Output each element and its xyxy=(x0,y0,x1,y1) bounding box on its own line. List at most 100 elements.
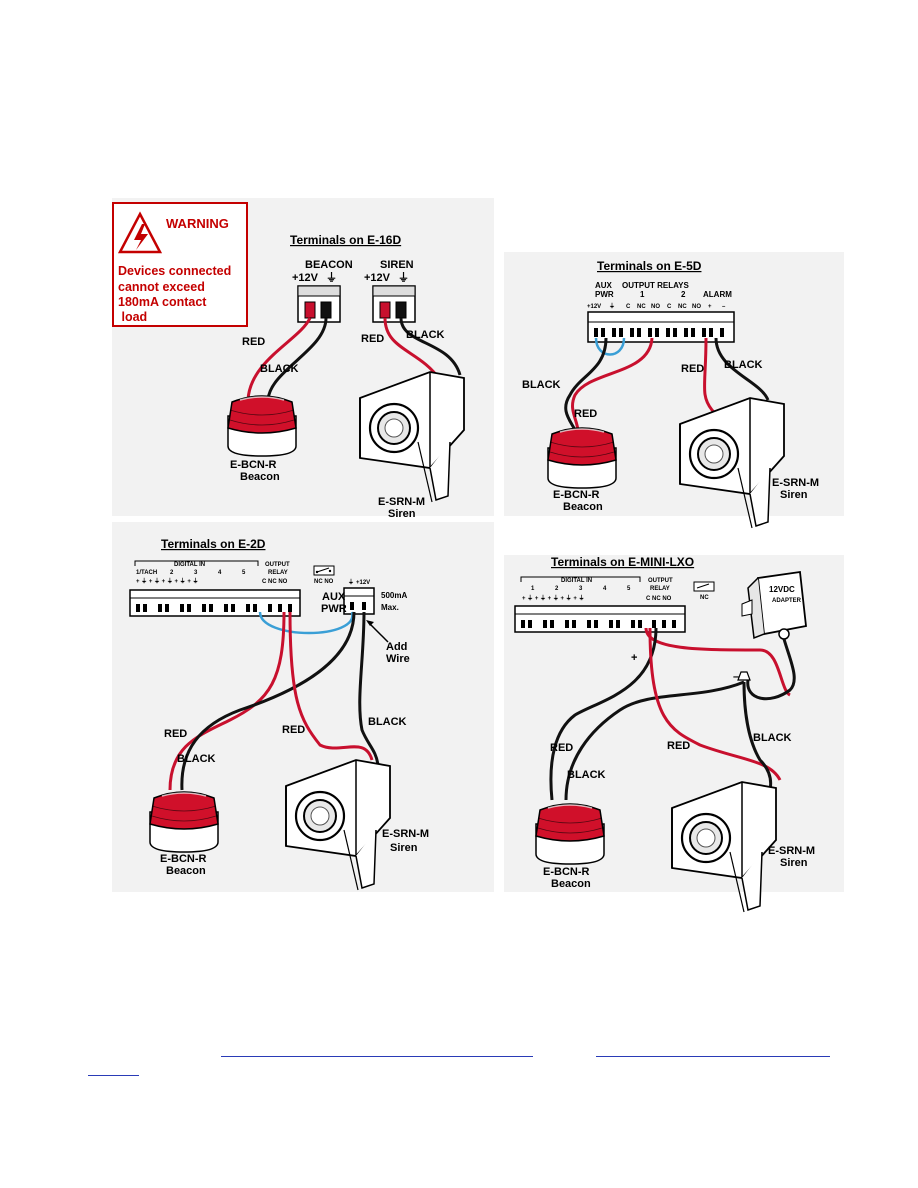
e5d-beacon-name: Beacon xyxy=(563,501,603,513)
mini-input-2: 2 xyxy=(555,586,559,592)
panel-e5d-title: Terminals on E-5D xyxy=(597,259,702,273)
mini-input-4: 4 xyxy=(603,586,607,592)
panel-e2d: Terminals on E-2D DIGITAL IN OUTPUT RELA… xyxy=(129,537,429,892)
e5d-beacon-red-label: RED xyxy=(574,408,597,420)
mini-c-nc-no: C NC NO xyxy=(646,596,672,602)
alarm-label: ALARM xyxy=(703,290,732,299)
beacon-plus12v-label: +12V xyxy=(292,272,319,284)
plus12v-label: +12V xyxy=(587,304,601,310)
ground-symbol: ⏚ xyxy=(609,303,615,310)
alarm-plus-label: + xyxy=(708,304,712,310)
relay2-c-label: C xyxy=(667,304,672,310)
relay-1-label: 1 xyxy=(640,290,645,299)
siren-red-wire xyxy=(383,317,442,381)
power-adapter-image xyxy=(741,570,807,640)
e5d-siren-black-label: BLACK xyxy=(724,359,763,371)
beacon-name: Beacon xyxy=(240,471,280,483)
e2d-siren-black-label: BLACK xyxy=(368,716,407,728)
e5d-jumper-wire xyxy=(594,337,626,356)
warning-title: WARNING xyxy=(166,216,229,231)
beacon-red-label: RED xyxy=(242,336,265,348)
e5d-beacon-image xyxy=(547,427,617,489)
e2d-input-3: 3 xyxy=(194,570,198,576)
beacon-model: E-BCN-R xyxy=(230,459,276,471)
e2d-added-wire xyxy=(258,611,354,635)
e2d-beacon-black-wire xyxy=(180,611,356,791)
e5d-terminal-strip xyxy=(587,311,735,343)
e5d-siren-red-label: RED xyxy=(681,363,704,375)
mini-plus-label: + xyxy=(631,652,637,664)
siren-terminal-block xyxy=(372,285,416,323)
aux-label: AUX xyxy=(595,281,613,290)
warning-line-2: cannot exceed xyxy=(118,280,205,294)
e2d-pwr-label: PWR xyxy=(321,603,347,615)
e5d-beacon-black-wire xyxy=(564,337,608,431)
e2d-siren-black-wire xyxy=(358,611,380,766)
relay1-no-label: NO xyxy=(651,304,660,310)
e5d-beacon-model: E-BCN-R xyxy=(553,489,599,501)
mini-input-1: 1 xyxy=(531,586,535,592)
beacon-red-wire xyxy=(246,317,312,401)
output-relays-label: OUTPUT RELAYS xyxy=(622,281,689,290)
e2d-beacon-image xyxy=(149,791,219,853)
hyperlink-underline-1[interactable] xyxy=(221,1056,533,1057)
panel-e5d: Terminals on E-5D AUX PWR OUTPUT RELAYS … xyxy=(522,259,819,530)
e2d-max: Max. xyxy=(381,603,399,612)
panel-mini-title: Terminals on E-MINI-LXO xyxy=(551,555,694,569)
mini-nc-label: NC xyxy=(700,595,709,601)
warning-label: WARNING Devices connected cannot exceed … xyxy=(112,202,248,327)
beacon-image xyxy=(227,395,297,457)
mini-relay-label: RELAY xyxy=(650,586,670,592)
beacon-terminal-header: BEACON xyxy=(305,259,353,271)
e5d-beacon-black-label: BLACK xyxy=(522,379,561,391)
mini-relay-switch-icon xyxy=(693,581,715,592)
e2d-terminal-strip xyxy=(129,589,301,617)
mini-siren-name: Siren xyxy=(780,857,808,869)
mini-beacon-black-wire xyxy=(549,627,658,801)
relay2-nc-label: NC xyxy=(678,304,687,310)
e2d-input-5: 5 xyxy=(242,570,246,576)
e2d-nc-no-label: NC NO xyxy=(314,579,334,585)
e2d-input-4: 4 xyxy=(218,570,222,576)
mini-siren-model: E-SRN-M xyxy=(768,845,815,857)
relay1-c-label: C xyxy=(626,304,631,310)
warning-line-3: 180mA contact xyxy=(118,295,207,309)
mini-adapter-black-wire xyxy=(746,638,796,701)
hyperlink-underline-3[interactable] xyxy=(88,1075,139,1076)
adapter-voltage-label: 12VDC xyxy=(769,585,795,594)
panel-mini: Terminals on E-MINI-LXO DIGITAL IN OUTPU… xyxy=(514,555,815,914)
hyperlink-underline-2[interactable] xyxy=(596,1056,830,1057)
mini-siren-black-label: BLACK xyxy=(753,732,792,744)
mini-siren-black-wire xyxy=(742,681,773,791)
e2d-relay-switch-icon xyxy=(313,565,335,576)
siren-name: Siren xyxy=(388,508,416,520)
mini-input-5: 5 xyxy=(627,586,631,592)
beacon-black-wire xyxy=(266,317,328,401)
relay-2-label: 2 xyxy=(681,290,686,299)
pwr-label: PWR xyxy=(595,290,614,299)
e2d-aux-terminal xyxy=(343,587,375,615)
mini-digital-in-label: DIGITAL IN xyxy=(561,578,592,584)
mini-polarity-row: + ⏚ + ⏚ + ⏚ + ⏚ + ⏚ xyxy=(522,595,585,602)
e5d-siren-model: E-SRN-M xyxy=(772,477,819,489)
e5d-siren-black-wire xyxy=(714,337,770,401)
beacon-black-label: BLACK xyxy=(260,363,299,375)
e2d-aux-plus12v: +12V xyxy=(356,580,370,586)
ground-symbol: ⏚ xyxy=(326,271,337,284)
mini-output-label: OUTPUT xyxy=(648,578,673,584)
e2d-max-ma: 500mA xyxy=(381,591,407,600)
e2d-aux-polarity: ⏚ xyxy=(348,579,354,586)
add-wire-arrow xyxy=(366,620,389,643)
warning-line-1: Devices connected xyxy=(118,264,231,278)
e2d-c-nc-no: C NC NO xyxy=(262,579,288,585)
siren-red-label: RED xyxy=(361,333,384,345)
mini-siren-red-label: RED xyxy=(667,740,690,752)
mini-beacon-image xyxy=(535,803,605,865)
mini-siren-image xyxy=(670,780,778,914)
mini-beacon-red-label: RED xyxy=(550,742,573,754)
e2d-siren-red-label: RED xyxy=(282,724,305,736)
mini-input-3: 3 xyxy=(579,586,583,592)
e2d-beacon-model: E-BCN-R xyxy=(160,853,206,865)
relay1-nc-label: NC xyxy=(637,304,646,310)
